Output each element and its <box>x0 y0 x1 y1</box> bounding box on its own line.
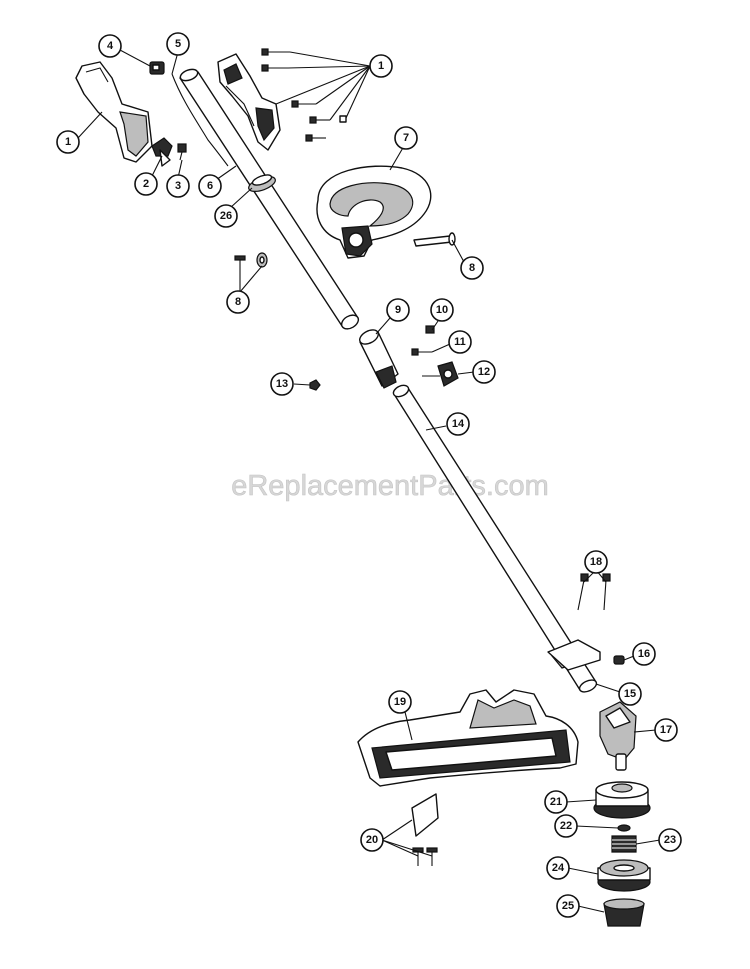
svg-text:19: 19 <box>394 696 406 708</box>
part-screw-small <box>411 348 432 356</box>
callout-16: 16 <box>632 642 656 666</box>
part-rear-handle-right <box>217 53 281 151</box>
callout-1-handle-left: 1 <box>56 130 80 154</box>
svg-text:16: 16 <box>638 648 650 660</box>
part-spool-housing <box>593 781 651 819</box>
callout-10: 10 <box>430 298 454 322</box>
svg-text:23: 23 <box>664 834 676 846</box>
part-handle-bolt <box>413 232 456 247</box>
part-line-cutter-blade <box>411 793 439 866</box>
svg-text:24: 24 <box>552 862 565 874</box>
svg-text:1: 1 <box>378 60 384 72</box>
part-coupler <box>359 329 399 389</box>
callout-5: 5 <box>166 32 190 56</box>
callout-3: 3 <box>166 174 190 198</box>
callout-21: 21 <box>544 790 568 814</box>
part-spring <box>611 835 637 853</box>
svg-text:4: 4 <box>107 40 114 52</box>
callout-19: 19 <box>388 690 412 714</box>
part-knob <box>422 361 459 387</box>
part-lower-tube <box>392 384 601 693</box>
callout-11: 11 <box>448 330 472 354</box>
callout-25: 25 <box>556 894 580 918</box>
part-switch-lock <box>177 143 187 161</box>
svg-text:3: 3 <box>175 180 181 192</box>
svg-text:12: 12 <box>478 366 490 378</box>
part-switch-block <box>149 61 165 75</box>
part-grass-guard <box>357 689 579 787</box>
svg-text:14: 14 <box>452 418 465 430</box>
callout-14: 14 <box>446 412 470 436</box>
callout-24: 24 <box>546 856 570 880</box>
svg-text:22: 22 <box>560 820 572 832</box>
callout-15: 15 <box>618 682 642 706</box>
callout-12: 12 <box>472 360 496 384</box>
svg-text:1: 1 <box>65 136 71 148</box>
svg-text:21: 21 <box>550 796 562 808</box>
svg-text:2: 2 <box>143 178 149 190</box>
svg-text:5: 5 <box>175 38 181 50</box>
callout-26: 26 <box>214 204 238 228</box>
part-handle-screw-washer <box>234 252 268 272</box>
callout-6: 6 <box>198 174 222 198</box>
part-collar <box>248 174 276 192</box>
svg-text:18: 18 <box>590 556 602 568</box>
callout-4: 4 <box>98 34 122 58</box>
part-washer <box>617 824 631 832</box>
callout-18: 18 <box>584 550 608 574</box>
part-switch-trigger <box>151 137 173 167</box>
part-rear-handle-left <box>75 61 153 163</box>
leader-lines <box>77 49 661 913</box>
part-handle-screws <box>261 48 347 142</box>
callout-13: 13 <box>270 372 294 396</box>
part-assist-handle <box>316 165 432 259</box>
svg-text:7: 7 <box>403 132 409 144</box>
callout-20: 20 <box>360 828 384 852</box>
svg-text:26: 26 <box>220 210 232 222</box>
svg-text:11: 11 <box>454 336 466 348</box>
svg-text:6: 6 <box>207 180 213 192</box>
callout-8-bolt: 8 <box>460 256 484 280</box>
part-bump-knob <box>603 898 645 927</box>
svg-text:8: 8 <box>235 296 241 308</box>
callout-8-screw: 8 <box>226 290 250 314</box>
callout-23: 23 <box>658 828 682 852</box>
part-clip <box>613 655 625 665</box>
watermark-text: eReplacementParts.com <box>231 470 549 502</box>
part-spool <box>597 859 651 892</box>
callout-2: 2 <box>134 172 158 196</box>
part-upper-tube <box>179 68 360 330</box>
svg-text:9: 9 <box>395 304 401 316</box>
callout-1-screws: 1 <box>369 54 393 78</box>
callout-22: 22 <box>554 814 578 838</box>
part-nut <box>425 325 435 334</box>
part-nut-small <box>309 379 321 391</box>
svg-text:15: 15 <box>624 688 636 700</box>
part-guard-bolts <box>577 573 611 611</box>
svg-text:17: 17 <box>660 724 672 736</box>
part-wire <box>171 73 229 167</box>
svg-text:13: 13 <box>276 378 288 390</box>
part-gear-head <box>599 701 637 771</box>
callout-9: 9 <box>386 298 410 322</box>
callout-7: 7 <box>394 126 418 150</box>
svg-text:20: 20 <box>366 834 378 846</box>
svg-text:8: 8 <box>469 262 475 274</box>
svg-text:10: 10 <box>436 304 448 316</box>
callout-17: 17 <box>654 718 678 742</box>
svg-text:25: 25 <box>562 900 574 912</box>
